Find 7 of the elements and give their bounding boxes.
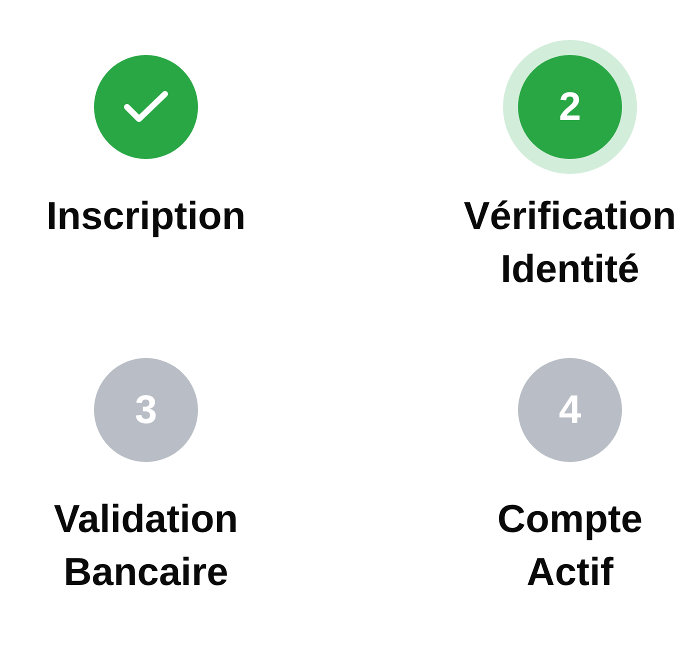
step-number: 3	[134, 390, 158, 430]
step-label: Validation Bancaire	[52, 497, 240, 596]
step-label: Inscription	[45, 194, 247, 240]
step-number: 2	[558, 87, 582, 127]
step-label: Compte Actif	[496, 497, 644, 596]
step-number: 4	[558, 390, 582, 430]
step-label: Vérification Identité	[462, 194, 678, 293]
